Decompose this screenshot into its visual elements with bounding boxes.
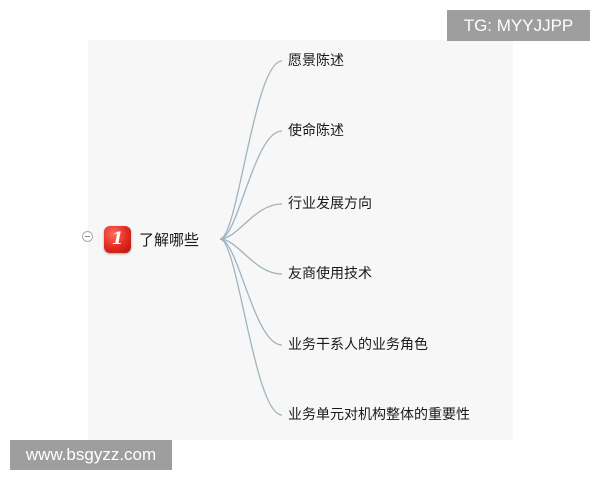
connector-industry-direction	[219, 203, 283, 240]
topic-business-unit-importance[interactable]: 业务单元对机构整体的重要性	[288, 407, 470, 423]
connector-competitor-technology	[219, 238, 283, 275]
canvas-background	[88, 40, 513, 440]
connector-mission-statement	[219, 130, 283, 240]
topic-stakeholder-roles[interactable]: 业务干系人的业务角色	[288, 337, 428, 353]
connector-stakeholder-roles	[219, 238, 283, 346]
root-topic-label: 了解哪些	[139, 230, 200, 249]
collapse-toggle-icon[interactable]	[82, 231, 93, 242]
watermark-bottom-left: www.bsgyzz.com	[10, 440, 172, 470]
priority-1-icon: 1	[104, 225, 131, 253]
root-topic[interactable]: 1 了解哪些	[104, 225, 199, 253]
topic-vision-statement[interactable]: 愿景陈述	[288, 53, 344, 69]
connector-vision-statement	[219, 60, 283, 240]
topic-competitor-technology[interactable]: 友商使用技术	[288, 266, 372, 282]
watermark-top-right: TG: MYYJJPP	[447, 10, 590, 41]
topic-mission-statement[interactable]: 使命陈述	[288, 123, 344, 139]
priority-number: 1	[111, 228, 124, 249]
topic-industry-direction[interactable]: 行业发展方向	[288, 196, 372, 212]
connector-business-unit-importance	[219, 238, 283, 416]
